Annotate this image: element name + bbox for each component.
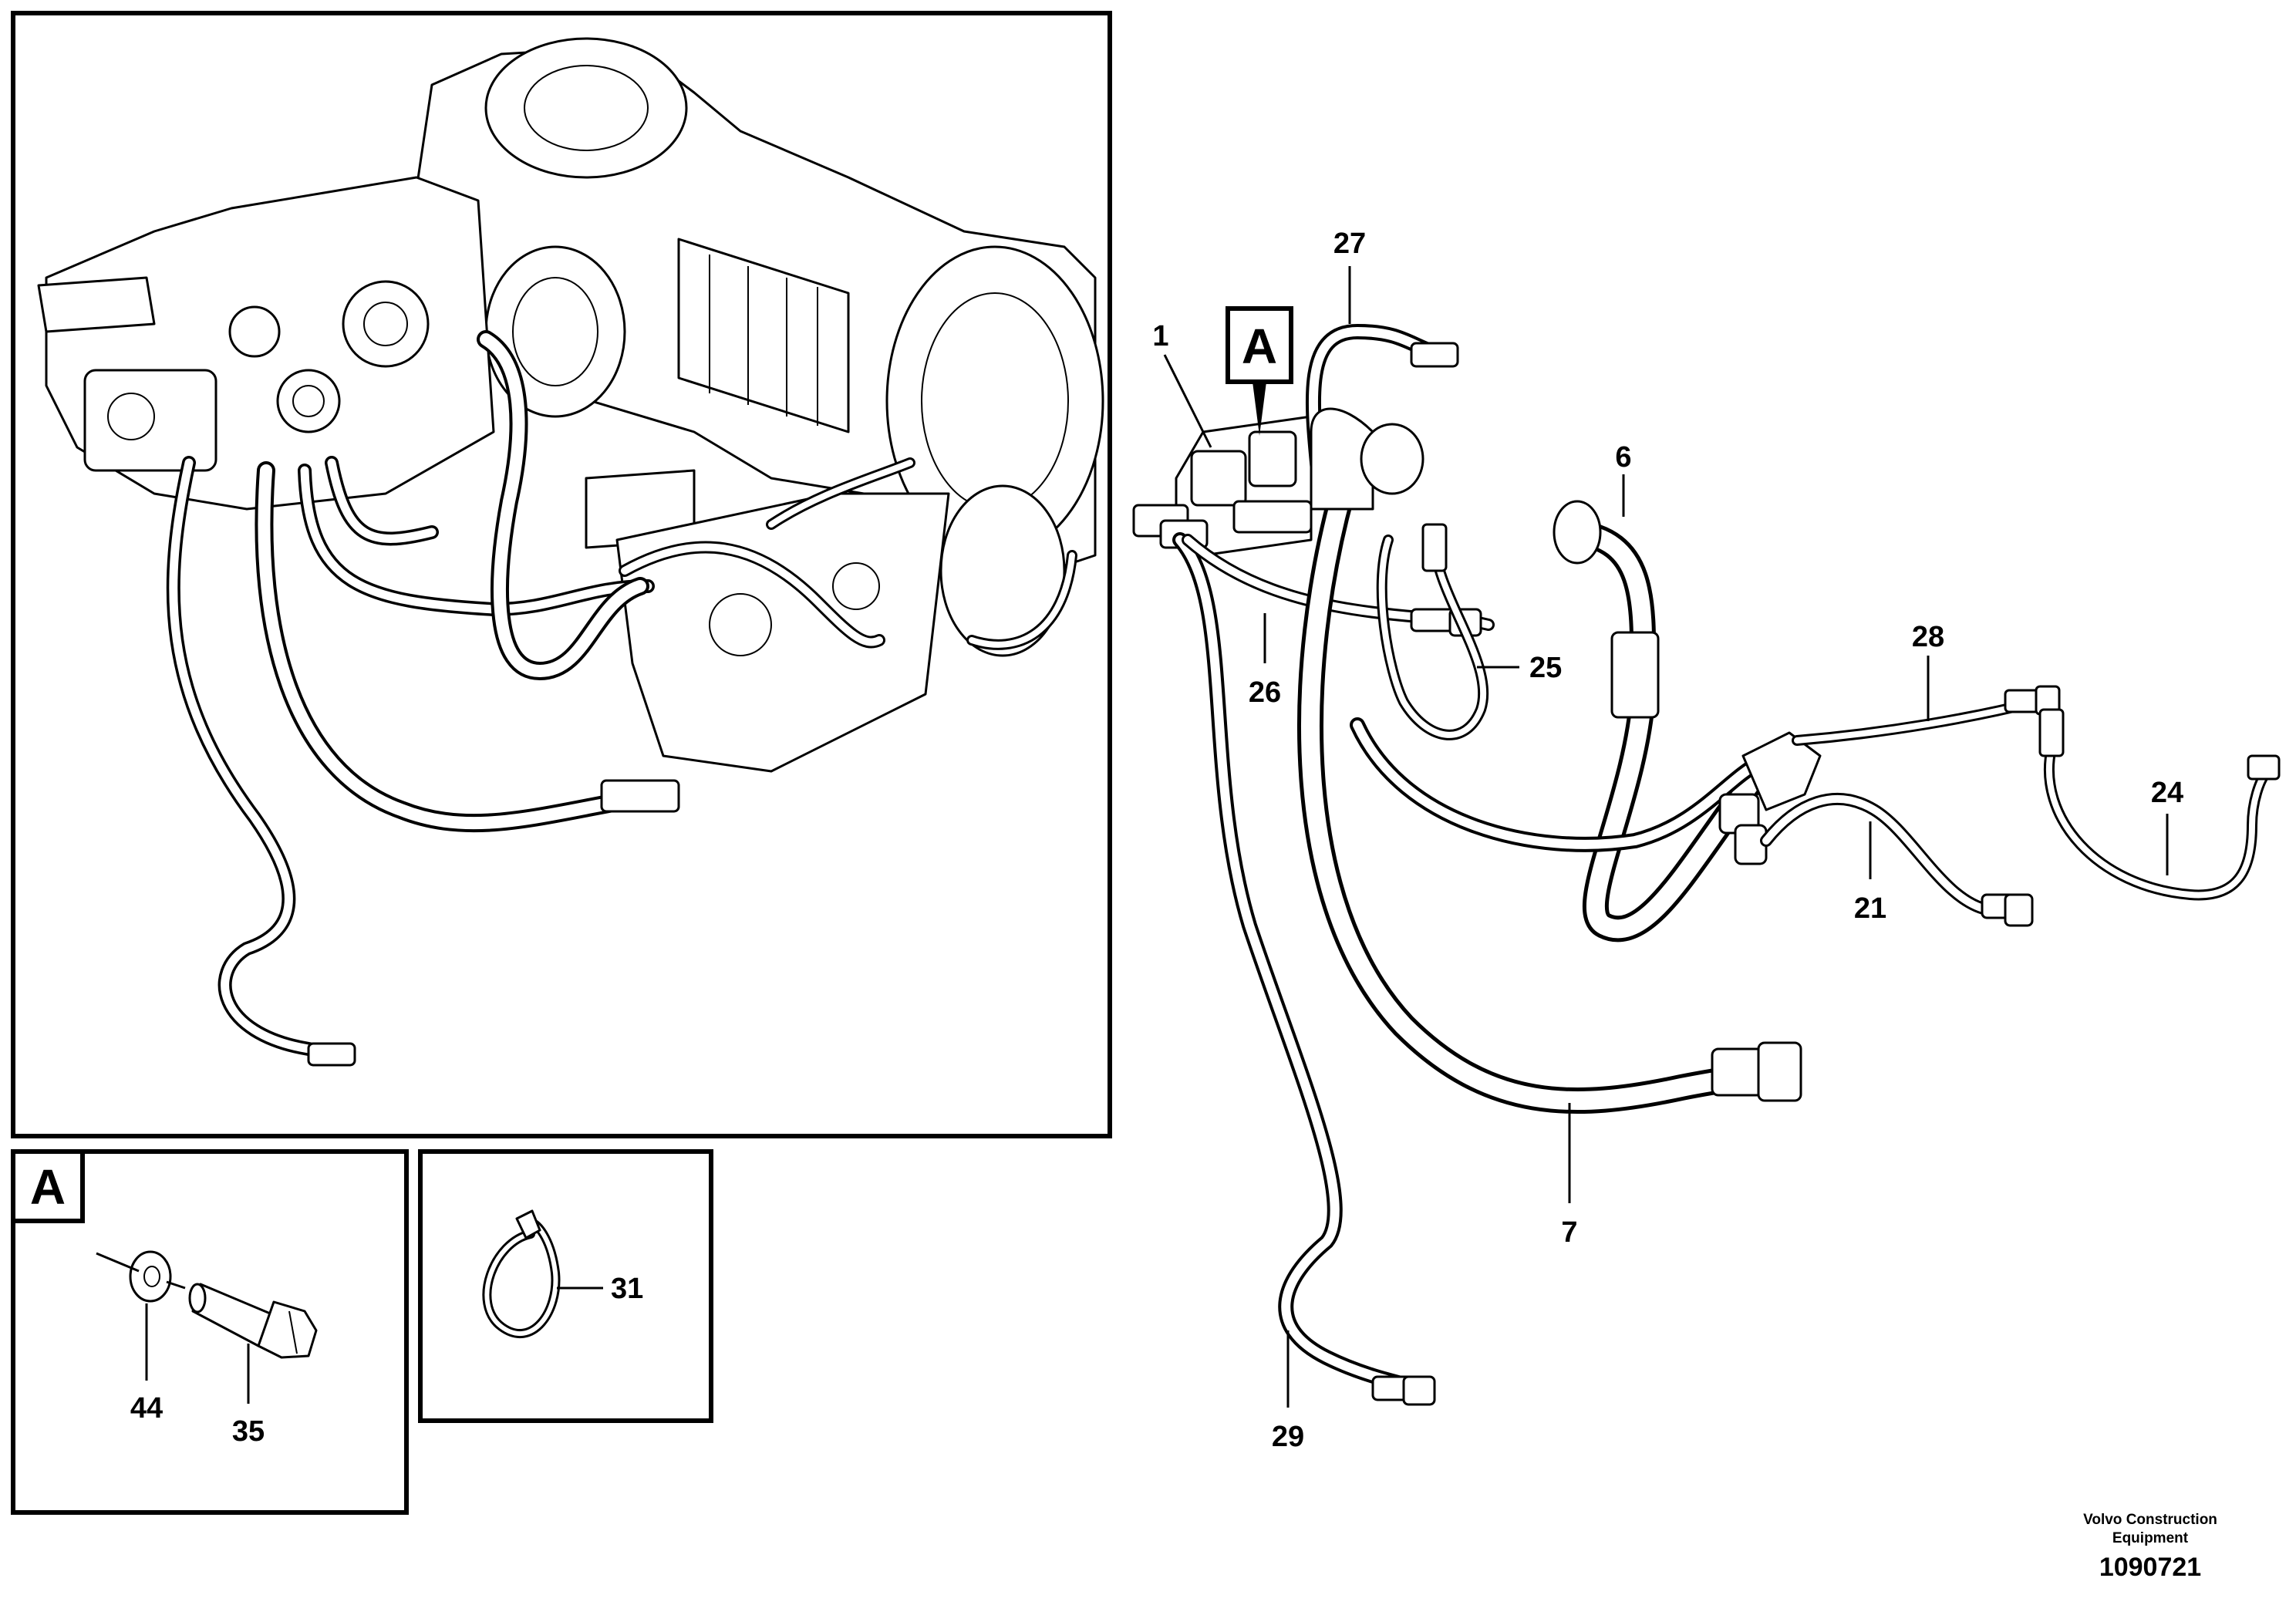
detail-a-frame — [11, 1149, 409, 1515]
callout-1: 1 — [1152, 320, 1168, 352]
callout-7: 7 — [1561, 1216, 1577, 1249]
leader-lines — [1163, 266, 2169, 1408]
callout-21: 21 — [1854, 892, 1886, 925]
cable-tie-detail-frame — [418, 1149, 713, 1423]
brand-name-line2: Equipment — [2112, 1530, 2189, 1546]
detail-a-label-box — [11, 1149, 85, 1223]
callout-27: 27 — [1333, 228, 1366, 260]
brand-name-line1: Volvo Construction — [2083, 1512, 2217, 1528]
callout-31: 31 — [611, 1273, 643, 1305]
cable-tie-drawing — [482, 1209, 561, 1338]
callout-29: 29 — [1272, 1421, 1304, 1453]
callout-6: 6 — [1615, 441, 1631, 474]
callout-35: 35 — [232, 1415, 265, 1448]
detail-a-label: A — [30, 1159, 66, 1215]
callout-44: 44 — [130, 1392, 163, 1425]
drawing-number: 1090721 — [2099, 1553, 2201, 1582]
transmission-assembly-drawing — [37, 37, 1104, 773]
exploded-hoses — [1172, 324, 2281, 1406]
control-valve-drawing — [1132, 415, 1313, 557]
callout-25: 25 — [1529, 652, 1562, 684]
detail-a-marker-label: A — [1242, 319, 1277, 374]
callout-26: 26 — [1249, 676, 1281, 709]
callout-24: 24 — [2151, 777, 2183, 809]
detail-a-marker-pointer — [1253, 382, 1266, 436]
main-view-hoses — [166, 330, 1077, 1067]
bolt-drawing — [166, 1280, 318, 1359]
main-view-frame — [11, 11, 1112, 1138]
callout-28: 28 — [1912, 621, 1944, 653]
washer-drawing — [96, 1250, 172, 1303]
